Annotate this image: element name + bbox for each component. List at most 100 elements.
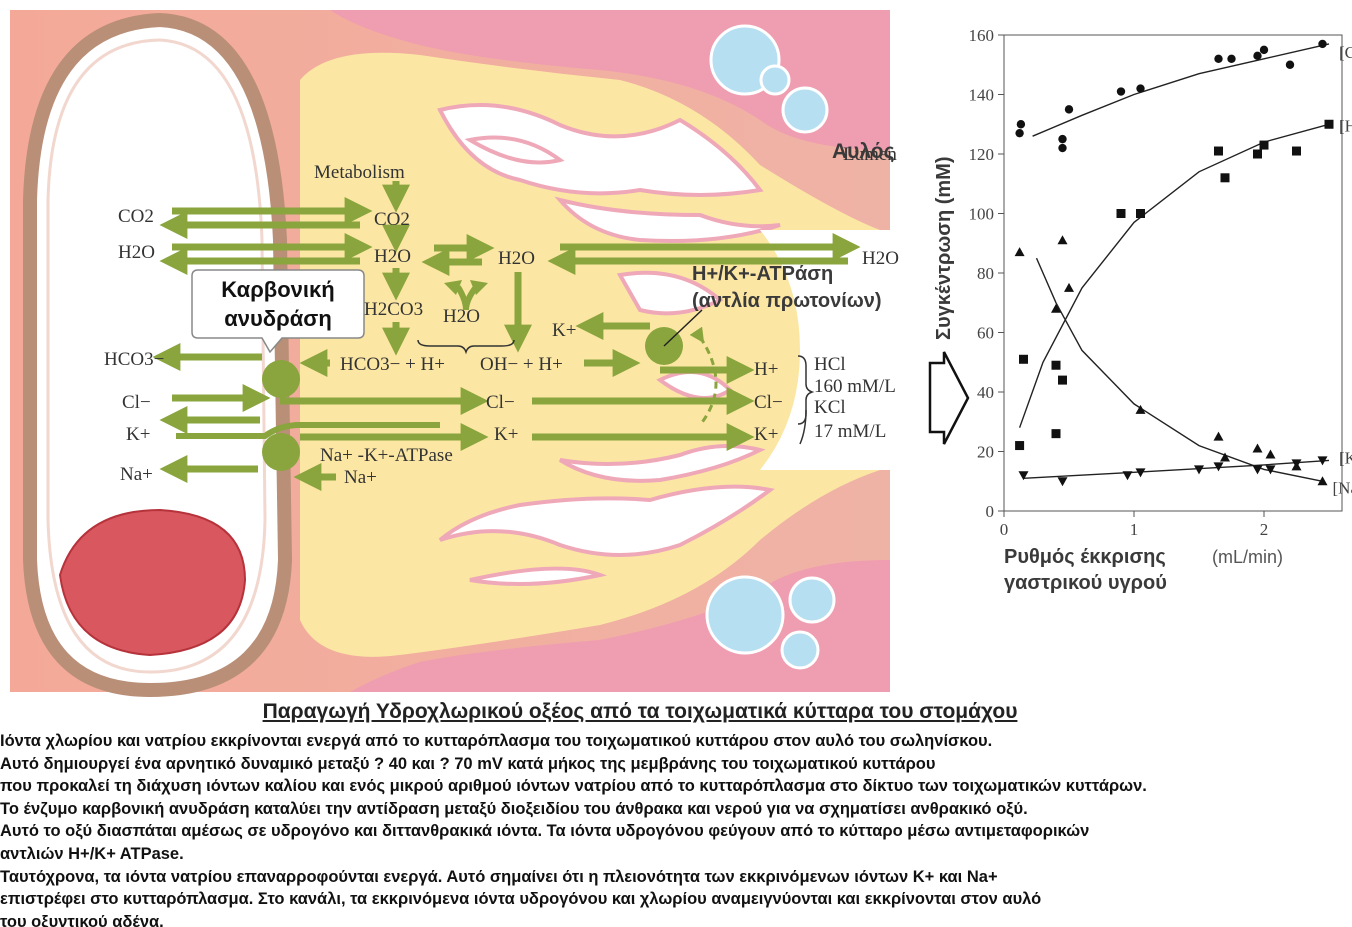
- data-point: [1213, 431, 1224, 441]
- data-point: [1014, 247, 1025, 257]
- na-k-atpase-pump: [262, 433, 300, 471]
- y-tick-label: 80: [977, 264, 994, 283]
- proton-pump-label-line1: H+/K+-ATPάση: [692, 263, 833, 285]
- cell-h2o: H2O: [374, 246, 411, 267]
- data-point: [1214, 146, 1223, 156]
- series-label: [Na+]: [1333, 478, 1352, 497]
- cell-cl: Cl−: [486, 392, 515, 413]
- data-point: [1213, 462, 1224, 472]
- data-point: [1292, 146, 1301, 156]
- data-point: [1018, 471, 1029, 481]
- cell-h2o-mid: H2O: [498, 248, 535, 269]
- caption-line: Ταυτόχρονα, τα ιόντα νατρίου επαναρροφού…: [0, 867, 998, 886]
- data-point: [1135, 404, 1146, 414]
- y-tick-label: 160: [969, 26, 995, 45]
- blood-na: Na+: [120, 464, 153, 485]
- secretory-vesicles: [705, 24, 836, 670]
- cell-h2co3: H2CO3: [364, 299, 423, 320]
- x-axis-label: Ρυθμός έκκρισης: [1004, 546, 1166, 568]
- data-point: [1116, 87, 1126, 96]
- data-point: [1317, 456, 1328, 466]
- caption: Παραγωγή Υδροχλωρικού οξέος από τα τοιχω…: [0, 700, 1352, 927]
- data-point: [1016, 120, 1026, 129]
- data-point: [1291, 461, 1302, 471]
- lumen-h2o: H2O: [862, 248, 899, 269]
- caption-line: αντλιών H+/K+ ATPase.: [0, 844, 184, 863]
- series-label: [Cl−]: [1339, 43, 1352, 62]
- y-tick-label: 120: [969, 145, 995, 164]
- data-point: [1220, 452, 1230, 462]
- lumen-cl: Cl−: [754, 392, 783, 413]
- y-tick-label: 0: [986, 502, 995, 521]
- data-point: [1058, 375, 1067, 385]
- lumen-label-greek: Αυλός: [832, 140, 895, 163]
- data-point: [1253, 149, 1262, 159]
- data-point: [1214, 54, 1223, 63]
- outline-arrow-icon: [928, 351, 970, 445]
- blood-h2o: H2O: [118, 242, 155, 263]
- data-point: [1122, 471, 1133, 481]
- transport-arrows: [152, 181, 861, 491]
- data-point: [1015, 441, 1025, 451]
- data-point: [1220, 173, 1230, 183]
- hcl-label: HCl: [814, 354, 846, 375]
- data-point: [1318, 39, 1327, 49]
- data-points: [1014, 39, 1334, 487]
- x-tick-label: 1: [1130, 520, 1139, 539]
- blood-cl: Cl−: [122, 392, 151, 413]
- x-axis-label-line2: γαστρικού υγρού: [1004, 572, 1167, 594]
- data-point: [1252, 465, 1263, 475]
- y-tick-label: 140: [969, 86, 995, 105]
- carbonic-anhydrase-line2: ανυδράση: [224, 306, 332, 331]
- data-point: [1057, 477, 1068, 487]
- caption-line: Το ένζυμο καρβονική ανυδράση καταλύει τη…: [0, 799, 1028, 818]
- series-label: [H+]: [1339, 116, 1352, 135]
- caption-line: που προκαλεί τη διάχυση ιόντων καλίου κα…: [0, 777, 1147, 796]
- data-point: [1265, 449, 1276, 459]
- carbonic-anhydrase-callout: Καρβονική ανυδράση: [191, 269, 365, 354]
- data-point: [1064, 105, 1074, 114]
- blood-k: K+: [126, 424, 150, 445]
- data-point: [1136, 209, 1145, 218]
- data-point: [1259, 45, 1269, 55]
- plot-area: [1003, 34, 1343, 512]
- kcl-brace: [799, 409, 807, 445]
- data-point: [1051, 303, 1061, 313]
- lumen-h: H+: [754, 359, 778, 380]
- data-point: [1135, 468, 1146, 478]
- x-axis-unit: (mL/min): [1212, 547, 1283, 567]
- data-point: [1057, 235, 1068, 245]
- fit-curve: [1032, 43, 1330, 137]
- hcl-conc: 160 mM/L: [814, 376, 896, 397]
- y-tick-label: 20: [977, 443, 994, 462]
- data-point: [1136, 84, 1145, 93]
- cell-k-pump: K+: [552, 320, 576, 341]
- hco3-cl-exchanger: [262, 360, 300, 398]
- caption-line: επιστρέφει στο κυτταρόπλασμα. Στο κανάλι…: [0, 890, 1042, 909]
- data-point: [1116, 209, 1126, 218]
- cell-hco3-h: HCO3− + H+: [340, 354, 445, 375]
- caption-body: Ιόντα χλωρίου και νατρίου εκκρίνονται εν…: [0, 730, 1352, 927]
- caption-line: Ιόντα χλωρίου και νατρίου εκκρίνονται εν…: [0, 732, 993, 750]
- x-tick-label: 0: [1000, 520, 1009, 539]
- arrow-h2o-split: [455, 285, 479, 311]
- data-point: [1265, 465, 1276, 475]
- data-point: [1058, 134, 1067, 144]
- cell-co2: CO2: [374, 209, 410, 230]
- data-point: [1058, 143, 1067, 153]
- arrow-k-loop: [176, 422, 440, 439]
- cell-oh-h: OH− + H+: [480, 354, 563, 375]
- legend: [Cl−] [H+] [K+] [Na+]: [1333, 43, 1352, 497]
- brace: [417, 339, 515, 355]
- red-blood-cell: [58, 508, 247, 657]
- carbonic-anhydrase-line1: Καρβονική: [221, 277, 334, 302]
- cell-na: Na+: [344, 467, 377, 488]
- fit-curve: [1035, 257, 1323, 482]
- data-point: [1252, 443, 1263, 453]
- series-label: [K+]: [1339, 448, 1352, 467]
- caption-line: Αυτό δημιουργεί ένα αρνητικό δυναμικό με…: [0, 754, 936, 773]
- cell-h2o-small: H2O: [443, 306, 480, 327]
- blood-co2: CO2: [118, 206, 154, 227]
